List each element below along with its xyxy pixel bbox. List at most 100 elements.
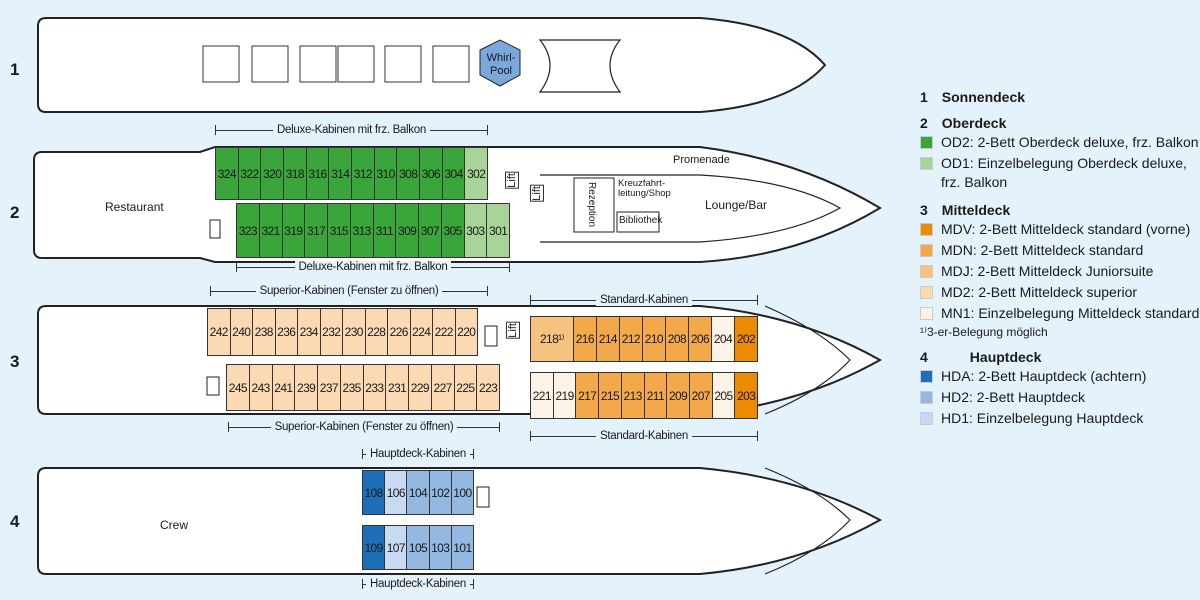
cabin-221[interactable]: 221 — [531, 373, 554, 418]
cabin-229[interactable]: 229 — [409, 365, 432, 410]
cabin-321[interactable]: 321 — [259, 204, 283, 257]
cabin-239[interactable]: 239 — [295, 365, 318, 410]
cabin-202[interactable]: 202 — [734, 317, 757, 361]
rezeption-label: Rezeption — [586, 182, 597, 228]
cabin-205[interactable]: 205 — [712, 373, 736, 418]
cabin-208[interactable]: 208 — [665, 317, 689, 361]
cabin-226[interactable]: 226 — [388, 309, 411, 355]
cabin-303[interactable]: 303 — [464, 204, 488, 257]
cabin-243[interactable]: 243 — [249, 365, 273, 410]
whirlpool-shape — [479, 39, 521, 87]
legend-label: OD1: Einzelbelegung Oberdeck deluxe, frz… — [941, 155, 1187, 190]
cabin-240[interactable]: 240 — [230, 309, 253, 355]
cabin-220[interactable]: 220 — [455, 309, 477, 355]
cabin-237[interactable]: 237 — [318, 365, 341, 410]
cabin-314[interactable]: 314 — [329, 148, 353, 199]
cabin-241[interactable]: 241 — [272, 365, 296, 410]
cabin-306[interactable]: 306 — [420, 148, 443, 199]
cabin-101[interactable]: 101 — [451, 526, 474, 569]
cabin-227[interactable]: 227 — [431, 365, 455, 410]
cabin-207[interactable]: 207 — [689, 373, 713, 418]
cabin-228[interactable]: 228 — [365, 309, 388, 355]
cabin-233[interactable]: 233 — [363, 365, 387, 410]
cabin-231[interactable]: 231 — [386, 365, 409, 410]
cabin-104[interactable]: 104 — [407, 471, 430, 514]
legend-swatch — [920, 136, 933, 149]
legend-label: HDA: 2-Bett Hauptdeck (achtern) — [941, 368, 1147, 384]
cabin-309[interactable]: 309 — [396, 204, 419, 257]
cabin-234[interactable]: 234 — [298, 309, 321, 355]
cabin-209[interactable]: 209 — [667, 373, 690, 418]
cabin-317[interactable]: 317 — [305, 204, 328, 257]
cabin-324[interactable]: 324 — [216, 148, 239, 199]
cabin-315[interactable]: 315 — [328, 204, 351, 257]
cabin-318[interactable]: 318 — [284, 148, 307, 199]
lift-label: Lift — [505, 172, 519, 189]
cabin-316[interactable]: 316 — [306, 148, 330, 199]
cabin-308[interactable]: 308 — [397, 148, 421, 199]
cabin-320[interactable]: 320 — [261, 148, 285, 199]
legend-deck-name: Hauptdeck — [969, 349, 1042, 365]
cabin-108[interactable]: 108 — [363, 471, 386, 514]
cabin-106[interactable]: 106 — [385, 471, 408, 514]
cabin-223[interactable]: 223 — [477, 365, 499, 410]
cabin-217[interactable]: 217 — [576, 373, 600, 418]
cabin-100[interactable]: 100 — [451, 471, 474, 514]
legend-label: MDJ: 2-Bett Mitteldeck Juniorsuite — [941, 263, 1154, 279]
cabin-245[interactable]: 245 — [227, 365, 250, 410]
bracket-superior-bottom: Superior-Kabinen (Fenster zu öffnen) — [228, 421, 500, 433]
cabin-322[interactable]: 322 — [238, 148, 262, 199]
cabin-216[interactable]: 216 — [573, 317, 597, 361]
legend-swatch — [920, 307, 933, 320]
cabin-236[interactable]: 236 — [275, 309, 298, 355]
cabin-222[interactable]: 222 — [433, 309, 456, 355]
cabin-203[interactable]: 203 — [735, 373, 758, 418]
cabin-323[interactable]: 323 — [237, 204, 260, 257]
cabin-230[interactable]: 230 — [343, 309, 366, 355]
cabin-302[interactable]: 302 — [465, 148, 488, 199]
legend-label: OD2: 2-Bett Oberdeck deluxe, frz. Balkon — [941, 134, 1199, 150]
cabin-211[interactable]: 211 — [644, 373, 668, 418]
cabin-206[interactable]: 206 — [688, 317, 712, 361]
deck-number: 3 — [10, 352, 20, 371]
cabin-312[interactable]: 312 — [352, 148, 375, 199]
cabin-213[interactable]: 213 — [621, 373, 645, 418]
cabin-313[interactable]: 313 — [350, 204, 374, 257]
legend-deck-number: 3 — [920, 202, 928, 218]
cabin-105[interactable]: 105 — [407, 526, 430, 569]
cabin-311[interactable]: 311 — [373, 204, 397, 257]
cabin-235[interactable]: 235 — [340, 365, 364, 410]
cabin-219[interactable]: 219 — [553, 373, 577, 418]
cabin-242[interactable]: 242 — [208, 309, 231, 355]
cabin-107[interactable]: 107 — [385, 526, 408, 569]
legend-swatch — [920, 286, 933, 299]
cabin-310[interactable]: 310 — [374, 148, 398, 199]
cabin-224[interactable]: 224 — [410, 309, 433, 355]
cabin-204[interactable]: 204 — [711, 317, 735, 361]
cabin-210[interactable]: 210 — [642, 317, 666, 361]
cabin-214[interactable]: 214 — [596, 317, 620, 361]
cabin-301[interactable]: 301 — [487, 204, 509, 257]
cabin-307[interactable]: 307 — [419, 204, 442, 257]
bibliothek-label: Bibliothek — [619, 215, 663, 226]
cabin-319[interactable]: 319 — [282, 204, 306, 257]
cabin-109[interactable]: 109 — [363, 526, 386, 569]
cabin-232[interactable]: 232 — [320, 309, 343, 355]
legend-deck-number: 4 — [920, 349, 928, 365]
legend-deck-name: Sonnendeck — [941, 89, 1026, 105]
cabin-225[interactable]: 225 — [454, 365, 478, 410]
cabin-212[interactable]: 212 — [619, 317, 643, 361]
cabin-238[interactable]: 238 — [253, 309, 276, 355]
cabin-305[interactable]: 305 — [441, 204, 465, 257]
legend-item: OD2: 2-Bett Oberdeck deluxe, frz. Balkon — [920, 133, 1200, 152]
cabin-103[interactable]: 103 — [429, 526, 452, 569]
legend-item: MDV: 2-Bett Mitteldeck standard (vorne) — [920, 220, 1200, 239]
cabin-218[interactable]: 218¹⁾ — [531, 317, 574, 361]
legend-label: MN1: Einzelbelegung Mitteldeck standard — [941, 305, 1200, 321]
cabin-304[interactable]: 304 — [442, 148, 466, 199]
cabin-215[interactable]: 215 — [599, 373, 622, 418]
cabin-102[interactable]: 102 — [429, 471, 452, 514]
